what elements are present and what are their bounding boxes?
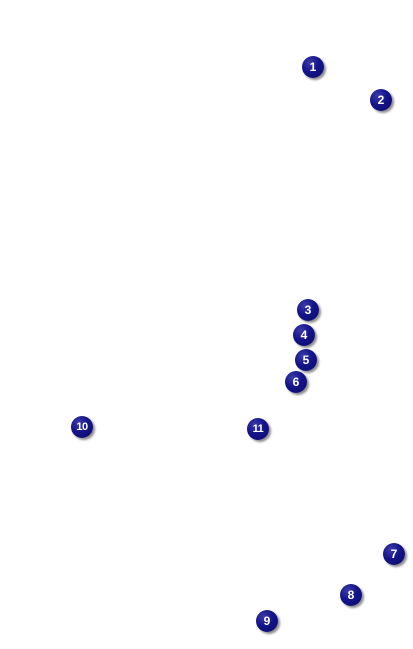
marker-8[interactable]: 8 [340,584,362,606]
marker-6[interactable]: 6 [285,371,307,393]
marker-4[interactable]: 4 [293,324,315,346]
marker-7[interactable]: 7 [383,543,405,565]
marker-3[interactable]: 3 [297,299,319,321]
marker-10[interactable]: 10 [71,416,93,438]
marker-9[interactable]: 9 [256,610,278,632]
marker-2[interactable]: 2 [370,89,392,111]
marker-5[interactable]: 5 [295,349,317,371]
marker-1[interactable]: 1 [302,56,324,78]
marker-11[interactable]: 11 [247,418,269,440]
